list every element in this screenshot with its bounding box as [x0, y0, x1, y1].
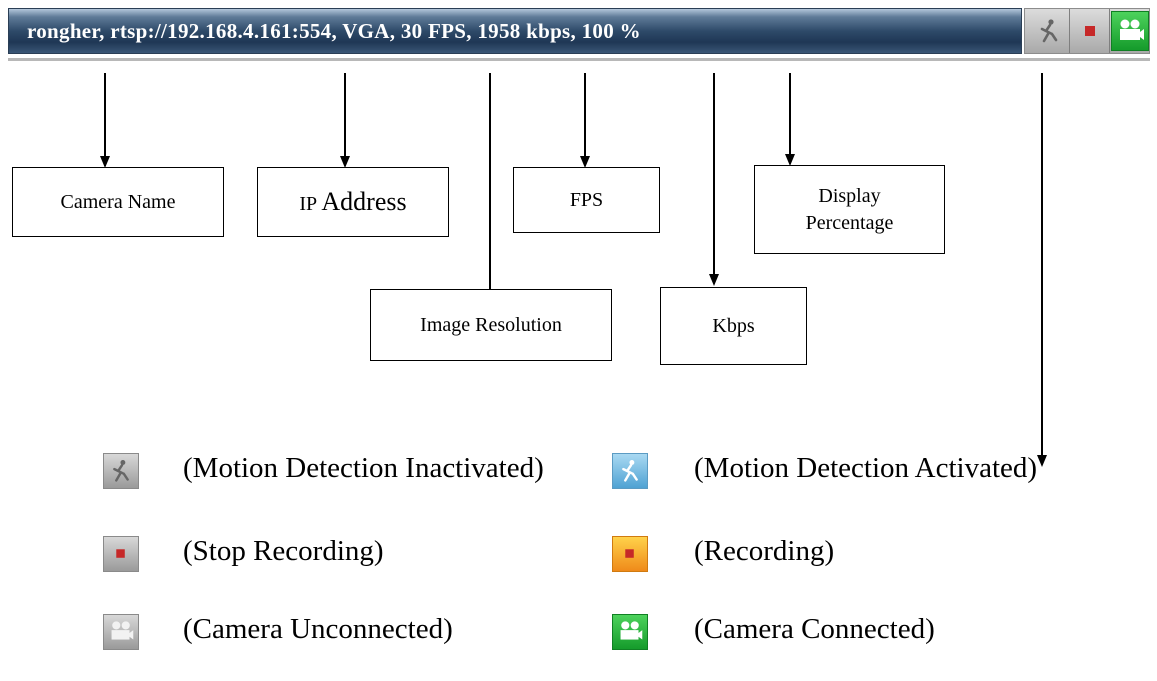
status-bar-text: rongher, rtsp://192.168.4.161:554, VGA, …: [27, 19, 641, 43]
image-resolution-label: Image Resolution: [420, 313, 562, 336]
camera-name-box: Camera Name: [12, 167, 224, 237]
display-percentage-box: Display Percentage: [754, 165, 945, 254]
stop-recording-legend-icon: [103, 536, 139, 572]
ip-address-label: IP Address: [299, 187, 407, 217]
legend-motion-inactivated: (Motion Detection Inactivated): [183, 452, 544, 484]
camera-connected-icon[interactable]: [1111, 11, 1149, 51]
recording-icon: [612, 536, 648, 572]
image-resolution-box: Image Resolution: [370, 289, 612, 361]
strip-separator: [1069, 9, 1070, 53]
fps-label: FPS: [569, 188, 604, 211]
stop-recording-icon[interactable]: [1072, 13, 1108, 49]
camera-name-label: Camera Name: [60, 190, 176, 213]
motion-inactivated-icon: [103, 453, 139, 489]
camera-connected-legend-icon: [612, 614, 648, 650]
display-percentage-line1: Display: [818, 184, 881, 207]
legend-camera-connected: (Camera Connected): [694, 613, 935, 645]
ip-address-box: IP Address: [257, 167, 449, 237]
motion-activated-icon: [612, 453, 648, 489]
legend-motion-activated: (Motion Detection Activated): [694, 452, 1038, 484]
status-icon-strip: [1024, 8, 1150, 54]
legend-stop-recording: (Stop Recording): [183, 535, 384, 567]
camera-unconnected-icon: [103, 614, 139, 650]
legend-camera-unconnected: (Camera Unconnected): [183, 613, 453, 645]
camera-status-bar: rongher, rtsp://192.168.4.161:554, VGA, …: [8, 8, 1022, 54]
fps-box: FPS: [513, 167, 660, 233]
status-bar-baseline: [8, 58, 1150, 61]
kbps-box: Kbps: [660, 287, 807, 365]
legend-recording: (Recording): [694, 535, 835, 567]
motion-inactive-icon[interactable]: [1031, 13, 1067, 49]
display-percentage-line2: Percentage: [805, 211, 894, 234]
kbps-label: Kbps: [712, 314, 755, 337]
strip-separator: [1109, 9, 1110, 53]
